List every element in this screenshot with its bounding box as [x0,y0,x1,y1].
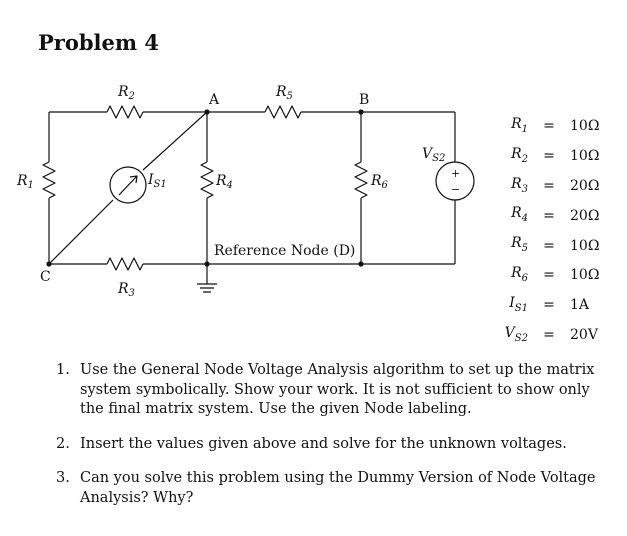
value-symbol: R2 [511,145,528,165]
equals-sign: = [543,267,555,284]
question-number: 2. [56,435,70,452]
question-number: 3. [56,470,70,486]
component-values-table: R1 = 10Ω R2 = 10Ω R3 = 20Ω R4 = 20Ω R5 =… [488,112,610,350]
value-amount: 10Ω [570,237,600,254]
value-row: R3 = 20Ω [488,172,610,202]
node-b-dot [358,109,364,115]
node-b-label: B [359,92,369,108]
value-row: R4 = 20Ω [488,201,610,231]
value-symbol: R5 [511,235,528,254]
node-d-dot [204,261,210,267]
node-c-dot [46,261,52,267]
current-source-arrow [118,175,138,196]
value-amount: 10Ω [570,267,600,284]
resistor-r4 [200,161,214,199]
value-amount: 1A [570,297,590,314]
value-symbol: VS2 [504,324,528,344]
equals-sign: = [543,297,555,314]
wire-diagonal-lower [48,199,114,265]
value-row: R5 = 10Ω [488,231,610,261]
label-r3: R3 [117,281,135,299]
label-r4: R4 [215,173,233,191]
value-row: R2 = 10Ω [488,142,610,172]
value-amount: 10Ω [570,148,600,165]
label-r5: R5 [275,84,293,102]
label-is1: IS1 [147,172,167,190]
node-c-label: C [40,269,51,285]
vs2-plus-sign: + [451,167,460,180]
node-d-right-dot [358,261,364,267]
resistor-r1 [42,161,56,199]
label-r1: R1 [16,173,34,191]
equals-sign: = [543,237,555,254]
value-symbol: R4 [511,205,528,225]
label-r6: R6 [370,173,389,191]
question-item: 3. Can you solve this problem using the … [56,469,596,508]
resistor-r3 [106,257,144,271]
ground-icon [197,264,217,293]
equals-sign: = [543,207,555,224]
current-source-is1 [109,166,147,204]
label-vs2: VS2 [422,146,445,164]
node-a-label: A [208,92,220,108]
value-row: IS1 = 1A [488,291,610,321]
circuit-diagram: A B C R2 R5 R1 R3 R4 R6 IS1 VS2 + − Refe… [16,84,475,299]
value-symbol: R3 [511,175,528,195]
value-row: R1 = 10Ω [488,112,610,142]
equals-sign: = [543,326,555,343]
question-text: Use the General Node Voltage Analysis al… [80,362,595,417]
equals-sign: = [543,177,555,194]
question-text: Insert the values given above and solve … [80,435,567,452]
value-symbol: R6 [511,264,528,284]
label-r2: R2 [117,84,135,102]
value-row: R6 = 10Ω [488,261,610,291]
resistor-r2 [106,105,144,119]
value-amount: 20Ω [570,177,600,194]
equals-sign: = [543,118,555,135]
voltage-source-vs2 [435,161,475,201]
value-amount: 20Ω [570,207,600,224]
value-amount: 10Ω [570,118,600,135]
value-row: VS2 = 20V [488,321,610,351]
resistor-r5 [264,105,302,119]
question-item: 2. Insert the values given above and sol… [56,435,596,455]
resistor-r6 [354,161,368,199]
problem-title: Problem 4 [38,30,160,55]
node-a-dot [204,109,210,115]
question-item: 1. Use the General Node Voltage Analysis… [56,361,596,420]
wire-diagonal-upper [142,111,208,171]
vs2-minus-sign: − [451,183,460,196]
value-symbol: IS1 [509,294,528,314]
equals-sign: = [543,148,555,165]
question-text: Can you solve this problem using the Dum… [80,470,596,506]
value-amount: 20V [570,326,598,343]
question-list: 1. Use the General Node Voltage Analysis… [56,361,596,523]
question-number: 1. [56,362,70,378]
reference-node-label: Reference Node (D) [214,243,355,259]
value-symbol: R1 [511,116,528,135]
